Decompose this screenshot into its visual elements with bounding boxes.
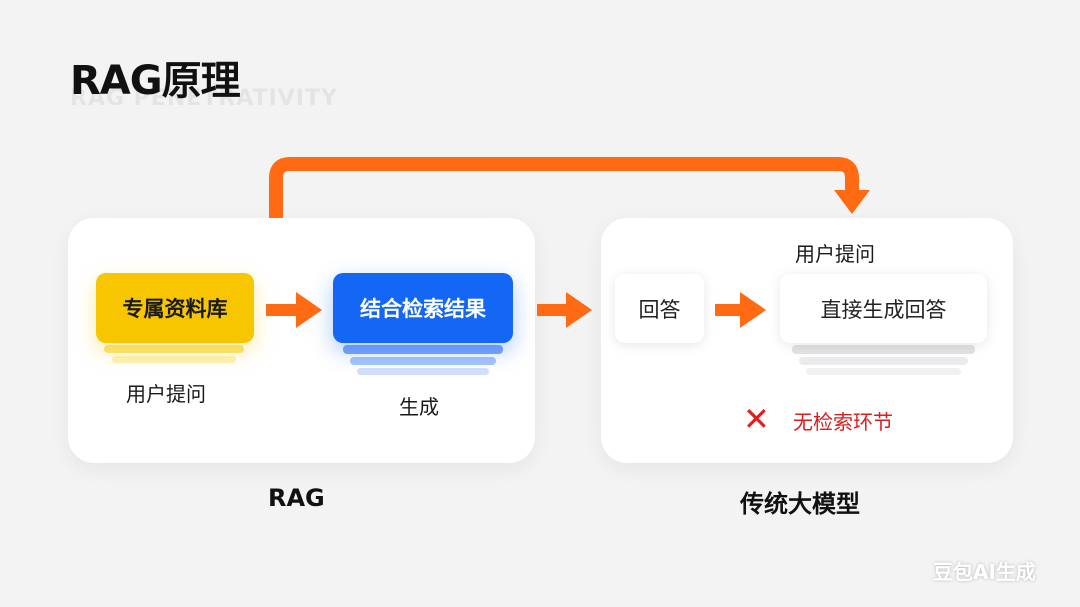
combine-stack-layer: [357, 368, 489, 375]
top-connector-arrowhead: [834, 190, 870, 214]
direct-stack-layer: [806, 368, 961, 375]
arrow-answer-to-direct-shaft: [715, 304, 745, 316]
page-subtitle-ghost: RAG PENETRATIVITY: [70, 86, 338, 111]
combine-stack-layer: [350, 357, 496, 365]
top-connector-arrow: [269, 157, 859, 218]
direct-stack-layer: [792, 345, 975, 354]
page-title: RAG原理: [70, 58, 241, 104]
arrow-answer-to-direct-head: [740, 292, 766, 328]
rag-user-question-label: 用户提问: [126, 382, 206, 406]
trad-user-question-label: 用户提问: [795, 242, 875, 266]
direct-answer-box: 直接生成回答: [780, 274, 987, 343]
answer-box: 回答: [615, 274, 704, 343]
watermark: 豆包AI生成: [933, 560, 1036, 584]
cross-icon: ✕: [743, 400, 770, 438]
rag-generate-label: 生成: [399, 395, 439, 419]
arrow-combine-to-answer-shaft: [537, 304, 571, 316]
rag-caption: RAG: [268, 484, 325, 512]
combine-stack-layer: [343, 345, 503, 354]
arrow-kb-to-combine-head: [296, 292, 322, 328]
no-retrieval-label: 无检索环节: [793, 410, 893, 434]
kb-stack-layer: [112, 356, 236, 363]
direct-stack-layer: [799, 357, 968, 365]
kb-stack-layer: [104, 345, 244, 353]
arrow-kb-to-combine-shaft: [266, 304, 300, 316]
knowledge-base-box: 专属资料库: [96, 273, 254, 343]
combine-retrieval-box: 结合检索结果: [333, 273, 513, 343]
arrow-combine-to-answer-head: [566, 292, 592, 328]
traditional-llm-caption: 传统大模型: [740, 490, 860, 518]
